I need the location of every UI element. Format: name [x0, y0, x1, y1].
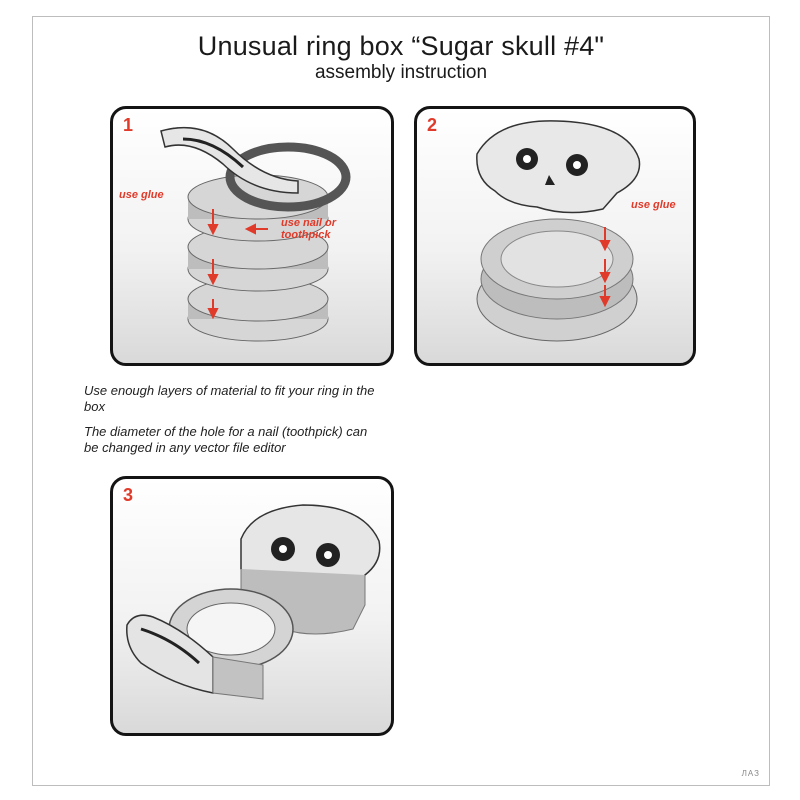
- instruction-hole-diameter: The diameter of the hole for a nail (too…: [84, 424, 368, 455]
- step-1-panel: 1 use glue use nail or toothpick: [110, 106, 394, 366]
- step-2-number: 2: [427, 115, 438, 135]
- step-3-illustration: [126, 504, 381, 700]
- step-1-glue-note: use glue: [119, 189, 164, 201]
- step-1-illustration: [160, 126, 351, 342]
- step-1-nail-note: use nail or toothpick: [281, 217, 337, 241]
- page-title: Unusual ring box “Sugar skull #4": [197, 31, 605, 61]
- brand-mark: ЛАЗ: [741, 769, 760, 778]
- step-2-illustration: [476, 120, 641, 342]
- step-2-glue-note: use glue: [631, 199, 676, 211]
- step-3-number: 3: [123, 485, 134, 505]
- instruction-layers: Use enough layers of material to fit you…: [84, 383, 375, 414]
- page-subtitle: assembly instruction: [314, 62, 488, 83]
- step-1-number: 1: [123, 115, 134, 135]
- step-2-panel: 2 use glue: [414, 106, 696, 366]
- step-3-panel: 3: [110, 476, 394, 736]
